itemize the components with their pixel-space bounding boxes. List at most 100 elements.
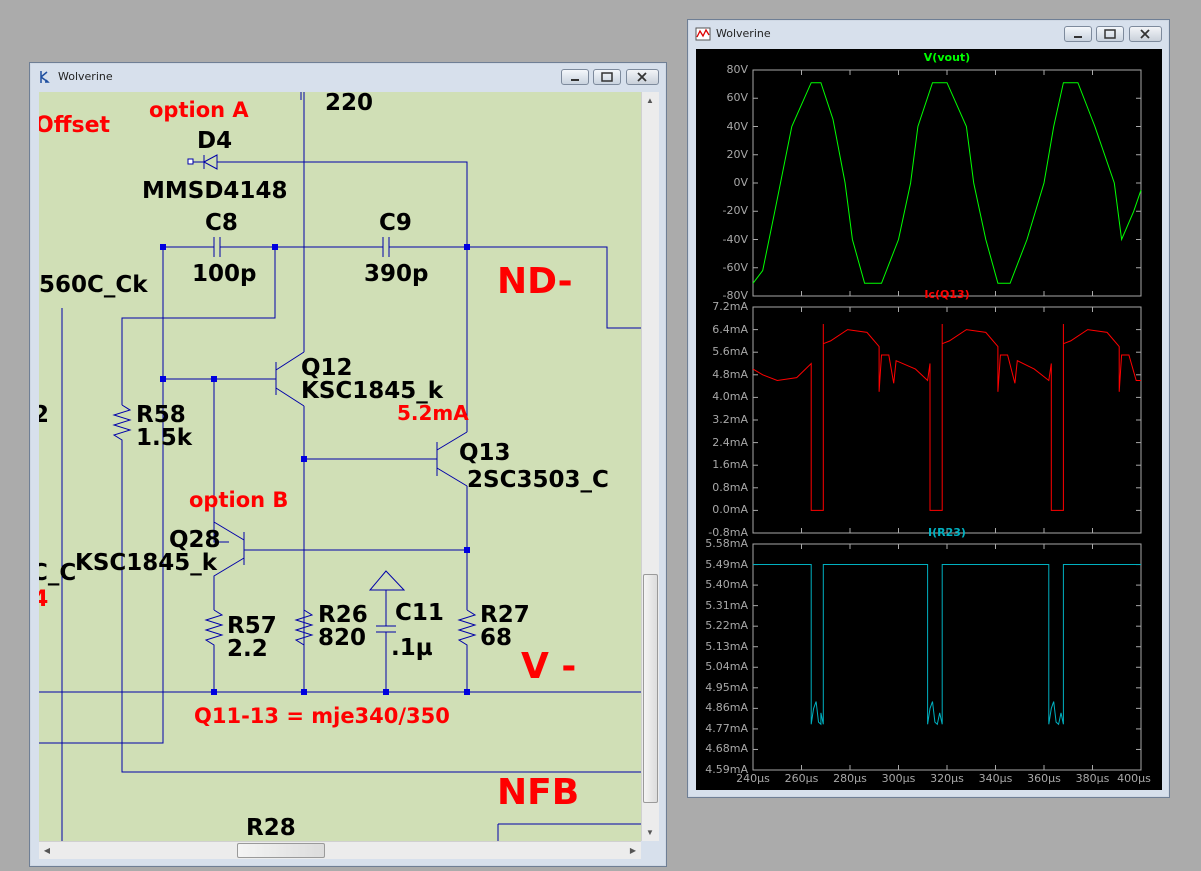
y-tick-label: 5.04mA [705, 660, 748, 674]
close-button[interactable] [626, 69, 659, 85]
y-tick-label: 4.59mA [705, 763, 748, 776]
label-r57-value: 2.2 [227, 636, 268, 662]
y-tick-label: 4.86mA [705, 701, 748, 715]
y-tick-label: 2.4mA [712, 435, 748, 449]
pane-frame [752, 69, 1142, 297]
close-icon [637, 72, 647, 82]
y-tick-label: 7.2mA [712, 300, 748, 313]
y-tick-label: 1.6mA [712, 458, 748, 472]
wave-maximize-button[interactable] [1096, 26, 1124, 42]
x-tick-label: 260µs [784, 772, 819, 785]
label-r27: R27 [480, 602, 530, 628]
label-c8: C8 [205, 210, 238, 236]
waveform-window-title: Wolverine [716, 27, 771, 40]
scroll-down-button[interactable]: ▼ [646, 827, 654, 837]
label-r26-value: 820 [318, 625, 367, 651]
vertical-scroll-thumb[interactable] [643, 574, 658, 803]
label-mmsd4148: MMSD4148 [142, 178, 288, 204]
x-tick-label: 360µs [1027, 772, 1061, 785]
schematic-horizontal-scrollbar[interactable]: ◀ ▶ [39, 841, 641, 859]
label-r28: R28 [246, 815, 296, 841]
x-tick-label: 320µs [930, 772, 964, 785]
label-nd: ND- [497, 261, 573, 302]
label-c-c: C_C [39, 560, 77, 586]
scroll-left-button[interactable]: ◀ [43, 845, 51, 855]
restore-icon [601, 72, 613, 82]
y-tick-label: -40V [722, 232, 749, 246]
schematic-vertical-scrollbar[interactable]: ▲ ▼ [641, 92, 659, 841]
y-tick-label: 5.40mA [705, 578, 748, 592]
pane-title-vout: V(vout) [923, 51, 971, 64]
x-tick-label: 240µs [736, 772, 770, 785]
y-tick-label: -20V [722, 204, 749, 218]
pane-title-i-r23: I(R23) [928, 526, 966, 539]
label-q12: Q12 [301, 355, 353, 381]
label-option-b: option B [189, 488, 289, 512]
label-c9-value: 390p [364, 261, 429, 287]
schematic-window-title: Wolverine [58, 70, 113, 83]
wave-close-button[interactable] [1129, 26, 1162, 42]
x-tick-label: 280µs [833, 772, 867, 785]
series-line-V(vout) [752, 82, 1142, 284]
label-r27-value: 68 [480, 625, 513, 651]
y-tick-label: -0.8mA [708, 526, 748, 539]
label-v-minus: V - [521, 646, 577, 687]
minimize-icon [571, 79, 579, 81]
label-q13-model: 2SC3503_C [467, 467, 609, 493]
y-tick-label: -80V [722, 289, 749, 302]
label-r58: R58 [136, 402, 186, 428]
label-c9: C9 [379, 210, 412, 236]
y-tick-label: 5.49mA [705, 557, 748, 571]
label-q28: Q28 [169, 527, 221, 553]
y-tick-label: 80V [726, 63, 748, 76]
x-tick-label: 400µs [1117, 772, 1151, 785]
label-d4: D4 [197, 128, 233, 154]
scroll-up-button[interactable]: ▲ [646, 95, 654, 105]
y-tick-label: 5.58mA [705, 537, 748, 550]
maximize-button[interactable] [593, 69, 621, 85]
wave-minimize-button[interactable] [1064, 26, 1092, 42]
label-c11: C11 [395, 600, 444, 626]
schematic-canvas[interactable]: 220 D4 MMSD4148 C8 100p C9 390p 560C_Ck … [39, 92, 641, 841]
y-tick-label: 6.4mA [712, 322, 748, 336]
pane-title-ic-q13: Ic(Q13) [924, 288, 970, 301]
label-4: 4 [39, 587, 49, 612]
close-icon [1140, 29, 1150, 39]
label-current: 5.2mA [397, 401, 469, 425]
label-2: 2 [39, 402, 50, 428]
y-tick-label: 4.77mA [705, 721, 748, 735]
y-tick-label: 0V [733, 176, 748, 189]
schematic-window: Wolverine [29, 62, 667, 867]
label-c11-value: .1µ [391, 635, 433, 661]
schematic-titlebar[interactable]: Wolverine [30, 63, 666, 91]
y-tick-label: 0.8mA [712, 480, 748, 494]
y-tick-label: 40V [726, 119, 748, 133]
label-q-note: Q11-13 = mje340/350 [194, 704, 450, 728]
y-tick-label: 5.31mA [705, 598, 748, 612]
x-tick-label: 380µs [1075, 772, 1110, 785]
y-tick-label: 5.22mA [705, 619, 748, 633]
y-tick-label: 4.8mA [712, 367, 748, 381]
waveform-titlebar[interactable]: Wolverine [688, 20, 1169, 48]
scroll-right-button[interactable]: ▶ [629, 845, 637, 855]
horizontal-scroll-thumb[interactable] [237, 843, 325, 858]
label-q13: Q13 [459, 440, 511, 466]
series-line-Ic(Q13) [752, 324, 1141, 511]
minimize-button[interactable] [561, 69, 589, 85]
label-option-a: option A [149, 98, 249, 122]
y-tick-label: 0.0mA [712, 503, 748, 517]
label-offset: Offset [39, 113, 111, 138]
series-line-I(R23) [753, 564, 1141, 726]
label-r58-value: 1.5k [136, 425, 193, 451]
minimize-icon [1074, 36, 1082, 38]
waveform-plot-svg [752, 69, 1142, 771]
label-c8-value: 100p [192, 261, 257, 287]
waveform-app-icon [695, 27, 711, 41]
y-tick-label: 5.13mA [705, 639, 748, 653]
schematic-app-icon [40, 71, 50, 83]
x-tick-label: 340µs [978, 772, 1013, 785]
y-tick-label: 3.2mA [712, 413, 748, 426]
label-r57: R57 [227, 613, 277, 639]
